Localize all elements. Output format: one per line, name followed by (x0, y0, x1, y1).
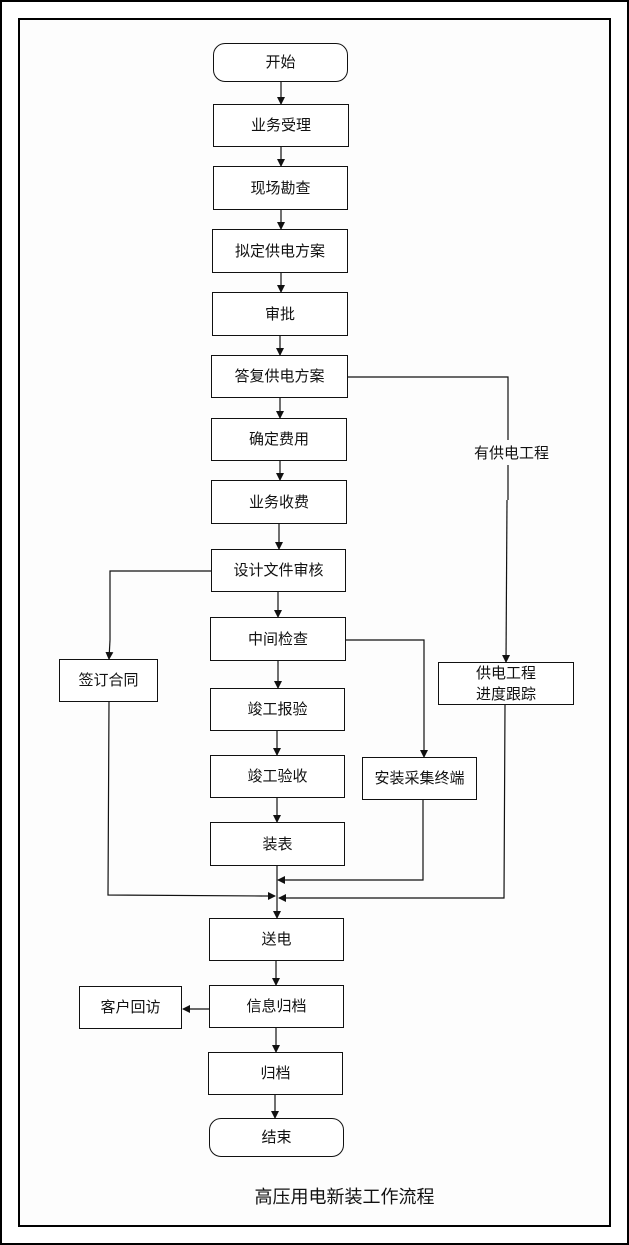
node-fee-collection: 业务收费 (211, 480, 347, 524)
node-install-terminal: 安装采集终端 (362, 757, 477, 800)
node-start: 开始 (213, 43, 348, 82)
edge-terminal-to-main (286, 800, 424, 881)
edge-contract-to-main (107, 701, 263, 897)
node-approval-label: 审批 (264, 304, 295, 323)
node-power-on: 送电 (209, 918, 344, 961)
node-business-acceptance: 业务受理 (213, 104, 349, 147)
edge-inspection-to-terminal (346, 639, 425, 740)
node-completion-report: 竣工报验 (210, 688, 345, 731)
diagram-caption: 高压用电新装工作流程 (254, 1187, 435, 1208)
node-sign-contract: 签订合同 (59, 659, 158, 702)
node-completion-acceptance: 竣工验收 (210, 755, 345, 798)
node-intermediate-inspection: 中间检查 (210, 617, 346, 661)
edge-label-has-project: 有供电工程 (474, 440, 550, 465)
node-end: 结束 (209, 1118, 344, 1157)
node-project-tracking: 供电工程 进度跟踪 (438, 662, 574, 705)
node-design-review: 设计文件审核 (211, 549, 346, 592)
node-site-survey: 现场勘查 (213, 166, 348, 210)
node-meter-install: 装表 (210, 822, 345, 866)
node-customer-visit: 客户回访 (79, 986, 182, 1029)
node-archive: 归档 (208, 1052, 343, 1095)
edge-design-to-contract (109, 570, 211, 640)
edge-reply-to-tracking (348, 376, 509, 500)
node-draft-plan: 拟定供电方案 (212, 229, 348, 273)
node-reply-plan: 答复供电方案 (211, 355, 348, 398)
node-info-archive: 信息归档 (209, 985, 344, 1028)
edge-tracking-to-main (290, 704, 506, 899)
node-approval: 审批 (212, 292, 348, 336)
node-determine-fees: 确定费用 (211, 418, 347, 461)
